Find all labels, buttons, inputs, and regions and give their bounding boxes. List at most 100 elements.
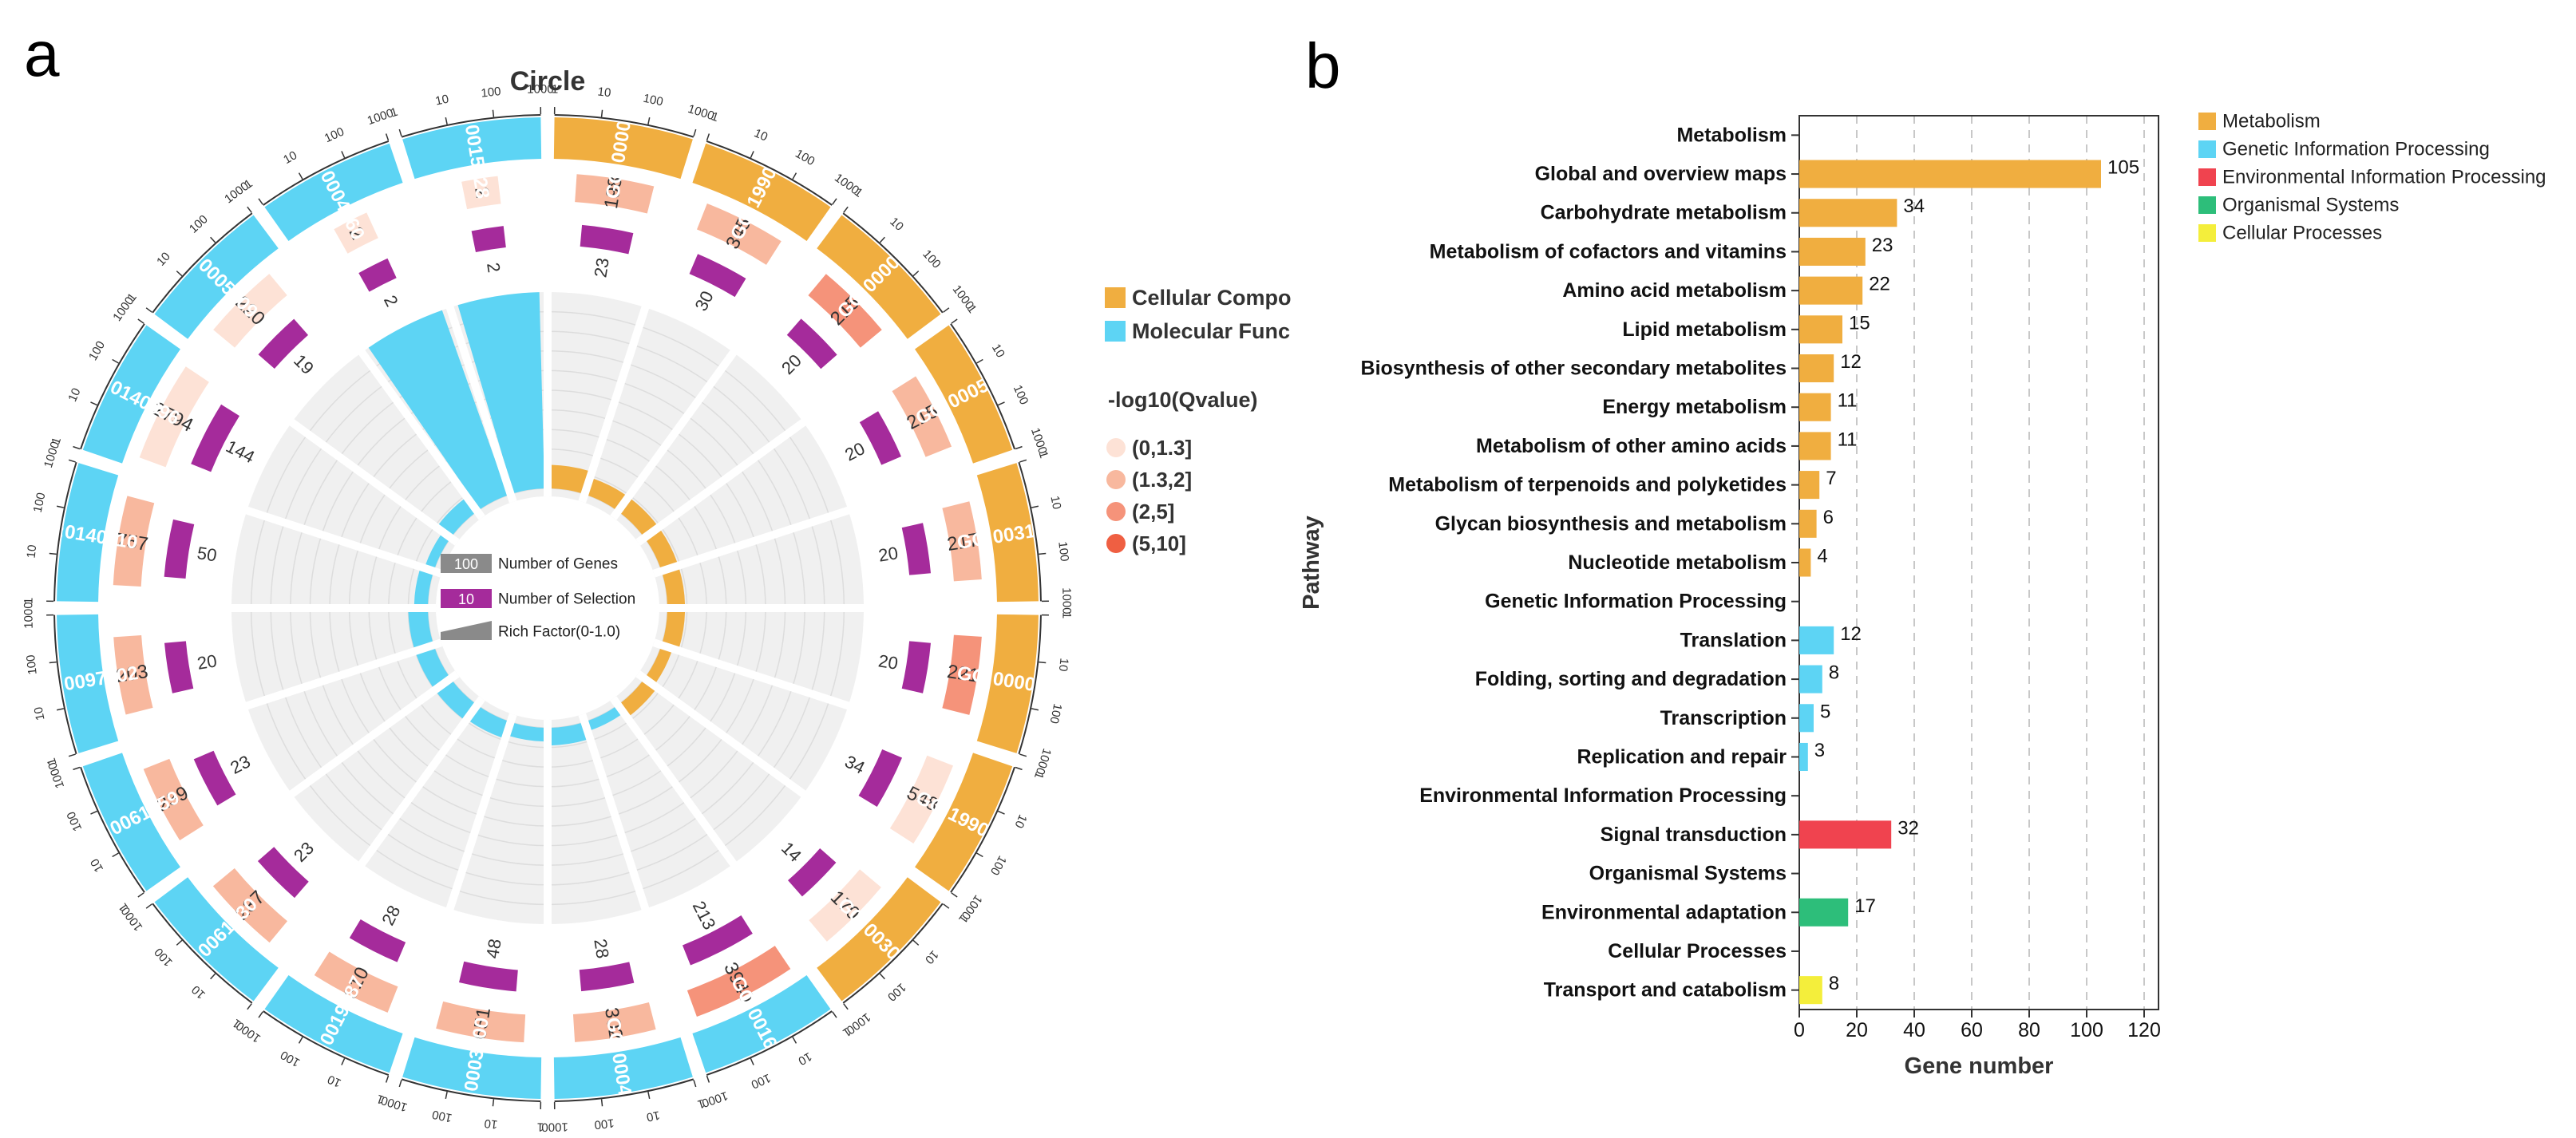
rich-factor-bar	[408, 610, 433, 648]
scale-tick	[879, 236, 885, 243]
scale-tick-label: 10	[887, 215, 906, 234]
pathway-bar	[1799, 432, 1831, 460]
gene-count-bar	[575, 174, 655, 214]
scale-tick	[247, 206, 252, 213]
scale-tick	[145, 307, 152, 313]
gene-count-bar	[808, 274, 882, 348]
pathway-label: Replication and repair	[1577, 745, 1787, 768]
selection-count-bar	[579, 962, 635, 992]
center-legend-genes-swatch	[441, 554, 492, 573]
bar-value-label: 22	[1869, 274, 1890, 295]
pathway-bar	[1799, 199, 1897, 227]
scale-tick-label: 10	[326, 1072, 343, 1089]
center-legend-rich-swatch	[441, 621, 492, 640]
gene-count-bar	[113, 496, 155, 587]
scale-tick-label: 100	[24, 654, 40, 676]
scale-tick	[843, 1003, 849, 1010]
pathway-label: Global and overview maps	[1535, 163, 1787, 185]
scale-tick-label: 10	[189, 982, 208, 1002]
center-legend-selection-swatch	[441, 589, 492, 608]
scale-tick	[298, 1037, 303, 1044]
scale-tick-label: 100	[884, 980, 908, 1003]
scale-tick-label: 1	[1059, 612, 1073, 619]
gene-count-bar	[461, 176, 501, 210]
sector-divider	[578, 295, 653, 504]
pathway-bar	[1799, 237, 1866, 266]
bar-value-label: 32	[1897, 817, 1919, 839]
scale-tick-label: 1000	[1059, 587, 1073, 614]
scale-tick-label: 10	[281, 148, 299, 167]
scale-tick	[1019, 459, 1027, 463]
go-term-segment	[154, 877, 279, 1002]
sector-divider	[652, 503, 861, 578]
scale-tick-label: 1	[552, 83, 559, 97]
selection-count-label: 19	[290, 350, 318, 378]
x-tick-label: 100	[2070, 1019, 2103, 1041]
gene-count-bar	[334, 212, 378, 254]
go-term-segment	[402, 117, 542, 180]
sector-divider	[635, 412, 815, 546]
scale-tick-label: 10	[25, 544, 40, 559]
x-axis-label: Gene number	[1905, 1053, 2054, 1079]
pathway-label: Metabolism of other amino acids	[1476, 435, 1787, 457]
sector-divider	[635, 670, 815, 804]
center-legend-selection-value: 10	[458, 591, 474, 607]
scale-tick	[298, 172, 303, 180]
go-term-segment	[817, 877, 941, 1002]
qvalue-legend-swatch	[1106, 470, 1126, 489]
x-tick-label: 20	[1846, 1019, 1868, 1041]
scale-tick-label: 10	[32, 705, 48, 721]
selection-count-label: 50	[196, 543, 218, 566]
scale-tick	[951, 892, 958, 898]
scale-tick	[750, 1057, 754, 1065]
scale-tick-label: 10	[154, 250, 173, 269]
scale-tick-label: 100	[1011, 383, 1031, 407]
x-tick-label: 40	[1903, 1019, 1925, 1041]
gene-count-bar	[889, 755, 953, 844]
bar-value-label: 11	[1838, 429, 1858, 450]
sector-divider	[610, 696, 744, 875]
scale-tick	[600, 109, 603, 117]
scale-tick-label: 1000	[527, 82, 554, 96]
bar-value-label: 7	[1826, 468, 1836, 489]
sector-divider	[578, 713, 653, 921]
x-tick-label: 60	[1961, 1019, 1983, 1041]
go-term-segment	[264, 143, 403, 241]
scale-tick	[1015, 766, 1023, 771]
pathway-legend-swatch	[2198, 168, 2216, 186]
sector-divider	[235, 503, 443, 578]
sector-divider	[652, 638, 861, 713]
rich-factor-bar	[620, 681, 655, 716]
circle-title: Circle	[510, 66, 586, 97]
bar-value-label: 3	[1814, 740, 1825, 761]
scale-tick	[90, 401, 98, 406]
scale-tick-label: 100	[793, 147, 817, 168]
bar-value-label: 5	[1820, 701, 1830, 722]
selection-count-label: 14	[778, 838, 805, 866]
bar-value-label: 17	[1854, 895, 1876, 917]
pathway-label: Amino acid metabolism	[1562, 279, 1787, 302]
scale-tick-label: 100	[279, 1048, 303, 1069]
selection-count-bar	[580, 224, 634, 255]
scale-tick-label: 100	[152, 945, 175, 969]
qvalue-legend-swatch	[1106, 534, 1126, 553]
selection-count-bar	[193, 750, 236, 806]
x-tick-label: 120	[2127, 1019, 2161, 1041]
gene-count-label: 221	[946, 661, 981, 687]
sector-divider	[280, 412, 460, 546]
scale-tick	[943, 903, 950, 909]
category-legend-label: Cellular Compo	[1132, 286, 1292, 310]
selection-count-label: 144	[223, 436, 258, 467]
pathway-label: Organismal Systems	[1589, 863, 1787, 885]
pathway-legend-swatch	[2198, 224, 2216, 242]
scale-tick	[137, 892, 144, 898]
scale-tick-label: 1	[22, 598, 36, 605]
selection-count-label: 2	[380, 292, 402, 310]
scale-tick	[445, 117, 448, 125]
pathway-label: Signal transduction	[1601, 824, 1787, 846]
scale-tick	[247, 1003, 252, 1010]
scale-tick-label: 100	[987, 853, 1009, 877]
scale-tick-label: 10	[597, 85, 611, 101]
